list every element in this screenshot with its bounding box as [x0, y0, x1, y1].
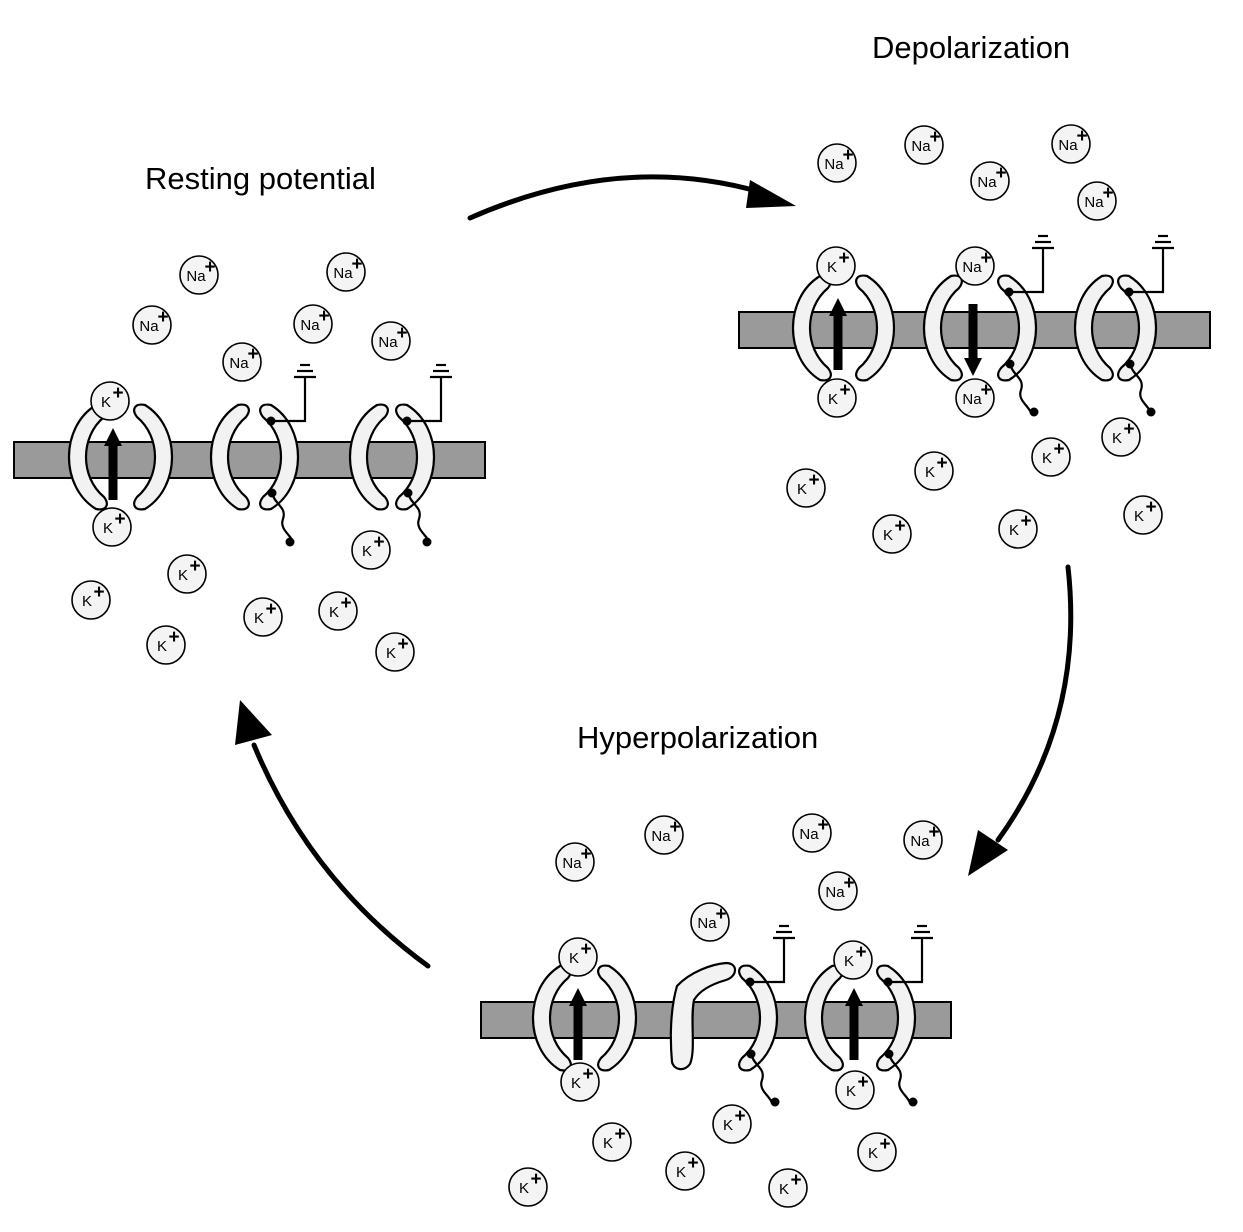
sodium-ion — [904, 125, 944, 165]
sodium-ion — [955, 378, 995, 418]
sodium-ion — [132, 305, 172, 345]
hyperpolarization-membrane-panel — [480, 813, 952, 1208]
sodium-ion — [690, 902, 730, 942]
sodium-ion — [818, 871, 858, 911]
depolarization-membrane-panel — [738, 124, 1211, 554]
depolarization-title: Depolarization — [872, 30, 1070, 65]
potassium-ion — [508, 1167, 548, 1207]
sodium-channel-inactivated — [669, 961, 737, 1071]
cell-membrane — [13, 441, 486, 479]
potassium-ion — [1101, 417, 1141, 457]
potassium-ion — [816, 246, 856, 286]
potassium-ion — [998, 509, 1038, 549]
potassium-ion — [146, 625, 186, 665]
potassium-ion — [558, 937, 598, 977]
resting-membrane-panel — [13, 252, 486, 672]
sodium-ion — [955, 246, 995, 286]
cycle-arrow-hyper-to-rest — [235, 700, 431, 969]
sodium-ion — [179, 255, 219, 295]
sodium-ion — [792, 813, 832, 853]
potassium-ion — [914, 451, 954, 491]
potassium-ion — [167, 554, 207, 594]
potassium-ion — [92, 507, 132, 547]
potassium-ion — [71, 580, 111, 620]
potassium-ion — [90, 381, 130, 421]
sodium-ion — [1051, 124, 1091, 164]
potassium-ion — [375, 632, 415, 672]
cycle-arrow-rest-to-depol — [467, 174, 796, 221]
potassium-channel-gated — [1117, 234, 1176, 382]
sodium-ion — [1077, 181, 1117, 221]
sodium-channel-gated — [738, 924, 797, 1072]
sodium-channel-gated — [259, 363, 318, 511]
sodium-ion — [371, 321, 411, 361]
potassium-ion — [1031, 437, 1071, 477]
sodium-channel-open — [997, 234, 1056, 382]
sodium-ion — [903, 820, 943, 860]
potassium-ion — [835, 1070, 875, 1110]
sodium-ion — [644, 815, 684, 855]
cell-membrane — [480, 1001, 952, 1039]
sodium-ion — [970, 161, 1010, 201]
potassium-ion — [665, 1151, 705, 1191]
sodium-ion — [555, 842, 595, 882]
sodium-ion — [293, 304, 333, 344]
potassium-channel-open — [876, 924, 935, 1072]
potassium-ion — [833, 940, 873, 980]
sodium-ion — [817, 143, 857, 183]
potassium-ion — [786, 468, 826, 508]
potassium-ion — [592, 1122, 632, 1162]
potassium-ion — [351, 530, 391, 570]
resting-potential-title: Resting potential — [145, 161, 376, 196]
potassium-ion — [318, 591, 358, 631]
potassium-ion — [768, 1168, 808, 1208]
cycle-arrow-depol-to-hyper — [968, 564, 1074, 876]
potassium-ion — [872, 514, 912, 554]
potassium-ion — [560, 1062, 600, 1102]
potassium-channel-gated — [395, 363, 454, 511]
sodium-ion — [326, 252, 366, 292]
potassium-ion — [712, 1104, 752, 1144]
potassium-ion — [1123, 495, 1163, 535]
potassium-ion — [857, 1132, 897, 1172]
sodium-ion — [222, 342, 262, 382]
potassium-ion — [817, 378, 857, 418]
potassium-ion — [243, 597, 283, 637]
hyperpolarization-title: Hyperpolarization — [577, 720, 818, 755]
